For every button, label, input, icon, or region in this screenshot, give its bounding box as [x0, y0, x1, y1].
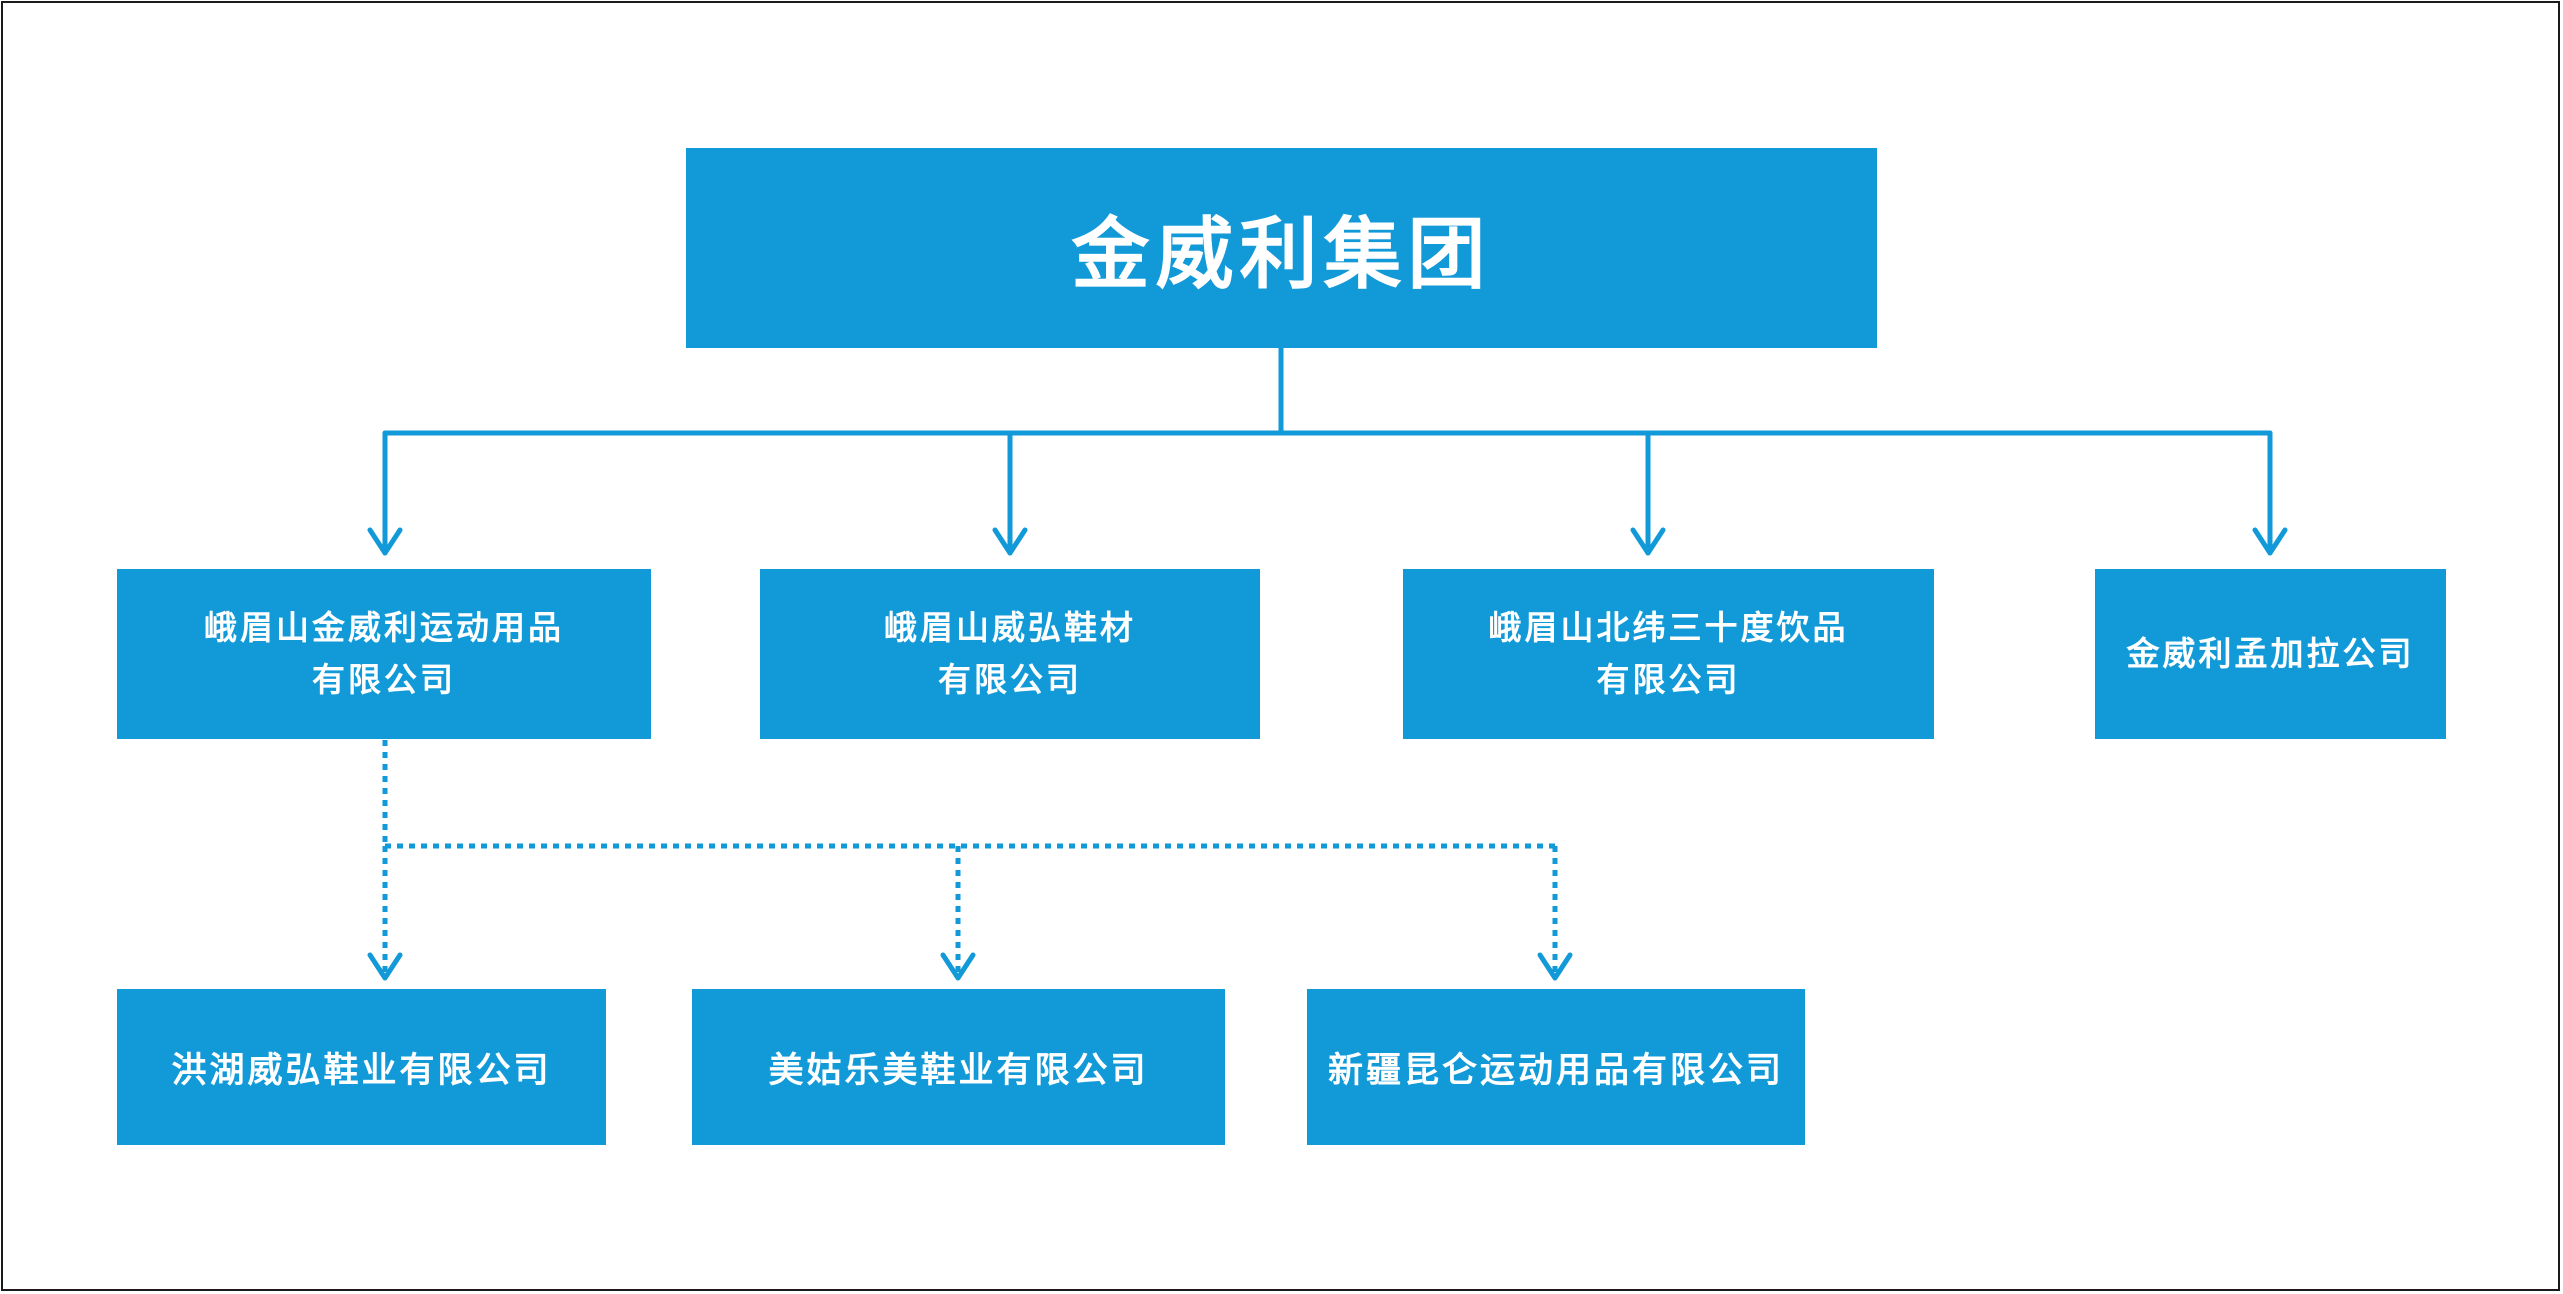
sub-subsidiary-label: 新疆昆仑运动用品有限公司: [1327, 1050, 1784, 1091]
subsidiary-label-line1: 峨眉山威弘鞋材: [884, 608, 1136, 647]
sub-subsidiary-label: 美姑乐美鞋业有限公司: [768, 1050, 1149, 1091]
arrow-2: [992, 527, 1028, 556]
arrow-3: [1630, 527, 1666, 556]
sub-subsidiary-label: 洪湖威弘鞋业有限公司: [171, 1050, 552, 1091]
subsidiary-node: 峨眉山北纬三十度饮品 有限公司: [1403, 569, 1934, 739]
subsidiary-label-line1: 峨眉山金威利运动用品: [204, 608, 564, 647]
root-node: 金威利集团: [686, 148, 1877, 348]
dotted-arrow-1: [367, 952, 403, 981]
subsidiary-label-line1: 峨眉山北纬三十度饮品: [1488, 608, 1849, 647]
dotted-arrow-2: [940, 952, 976, 981]
root-label: 金威利集团: [1071, 210, 1492, 300]
sub-subsidiary-node: 新疆昆仑运动用品有限公司: [1307, 989, 1805, 1145]
subsidiary-label-line1: 金威利孟加拉公司: [2126, 634, 2415, 673]
subsidiary-node: 峨眉山威弘鞋材 有限公司: [760, 569, 1260, 739]
sub-subsidiary-node: 美姑乐美鞋业有限公司: [692, 989, 1225, 1145]
subsidiary-label-line2: 有限公司: [1596, 660, 1741, 699]
subsidiary-node: 金威利孟加拉公司: [2095, 569, 2446, 739]
subsidiary-label-line2: 有限公司: [312, 660, 456, 699]
dotted-arrow-3: [1537, 952, 1573, 981]
subsidiary-label-line2: 有限公司: [938, 660, 1082, 699]
arrow-1: [367, 527, 403, 556]
subsidiary-node: 峨眉山金威利运动用品 有限公司: [117, 569, 651, 739]
sub-subsidiary-node: 洪湖威弘鞋业有限公司: [117, 989, 606, 1145]
arrow-4: [2252, 527, 2288, 556]
